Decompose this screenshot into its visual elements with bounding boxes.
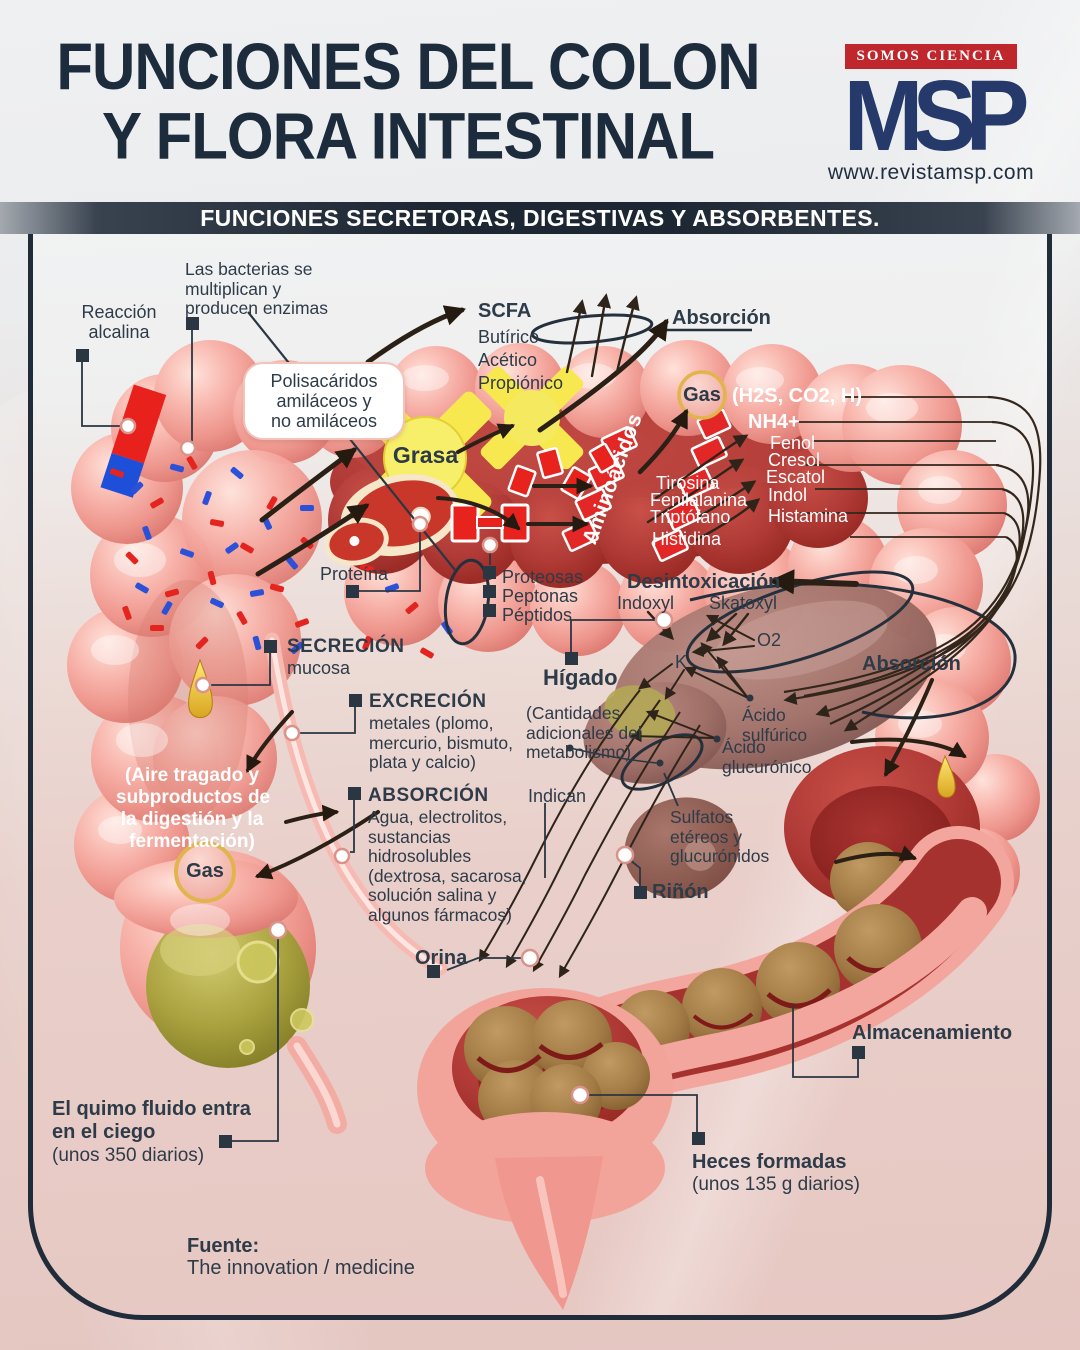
- label-rinon: Riñón: [652, 881, 709, 903]
- label-quimo-bold: El quimo fluido entra en el ciego: [52, 1098, 251, 1143]
- label-fuente-value: The innovation / medicine: [187, 1257, 415, 1279]
- label-heces-bold: Heces formadas: [692, 1151, 847, 1173]
- label-cantidades: (Cantidades adicionales del metabolismo): [526, 703, 642, 762]
- title-line1: FUNCIONES DEL COLON: [56, 29, 760, 104]
- label-secrecion-title: SECRECIÓN: [287, 636, 405, 657]
- label-proteosas: Proteosas: [502, 567, 584, 587]
- logo-wordmark: MSP: [843, 60, 1029, 172]
- bacteria-dashes: [109, 456, 453, 659]
- label-desintoxicacion: Desintoxicación: [627, 571, 781, 593]
- label-gas-top: Gas: [683, 384, 721, 406]
- cecum: [114, 850, 347, 1134]
- label-indol: Indol: [768, 485, 808, 505]
- label-gas-left: Gas: [186, 860, 224, 882]
- label-grasa: Grasa: [392, 442, 459, 468]
- label-k: K: [675, 652, 688, 672]
- kidney: [624, 797, 740, 899]
- label-acido-sulfurico: Ácido sulfúrico: [742, 705, 808, 745]
- msp-logo: SOMOS CIENCIA MSP www.revistamsp.com: [812, 44, 1050, 185]
- label-acido-glucuronico: Ácido glucurónico: [722, 737, 812, 777]
- label-o2: O2: [757, 630, 782, 650]
- label-indoxyl: Indoxyl: [617, 593, 675, 613]
- label-cresol: Cresol: [768, 450, 821, 470]
- label-escatol: Escatol: [766, 467, 826, 487]
- urine-lines: [478, 689, 701, 979]
- label-scfa: SCFA: [478, 300, 532, 322]
- page-title: FUNCIONES DEL COLON Y FLORA INTESTINAL: [26, 32, 790, 171]
- label-bacterias: Las bacterias se multiplican y producen …: [185, 259, 328, 318]
- label-gas-formula: (H2S, CO2, H): [732, 385, 863, 407]
- fat-cross-icon: [358, 366, 584, 525]
- banner-text: FUNCIONES SECRETORAS, DIGESTIVAS Y ABSOR…: [200, 204, 880, 231]
- callout-squares: [76, 317, 865, 1148]
- label-proteina: Proteína: [320, 564, 389, 584]
- thin-arrows: [565, 293, 761, 743]
- label-indican: Indican: [528, 786, 587, 806]
- label-aire-tragado: (Aire tragado y subproductos de la diges…: [116, 765, 271, 852]
- label-excrecion-title: EXCRECIÓN: [369, 691, 487, 712]
- amino-acid-blocks: [561, 408, 732, 562]
- rectum: [417, 988, 673, 1310]
- gallbladder: [604, 685, 676, 739]
- label-excrecion-lines: metales (plomo, mercurio, bismuto, plata…: [369, 713, 513, 772]
- label-skatoxyl: Skatoxyl: [709, 593, 778, 613]
- label-absorcion-right: Absorción: [862, 653, 961, 675]
- label-secrecion-sub: mucosa: [287, 658, 351, 678]
- label-absorcion-mid-title: ABSORCIÓN: [368, 785, 489, 806]
- label-fuente: Fuente:: [187, 1235, 260, 1257]
- label-almacenamiento: Almacenamiento: [852, 1022, 1013, 1044]
- label-quimo-sub: (unos 350 diarios): [52, 1145, 205, 1166]
- label-orina: Orina: [415, 947, 468, 969]
- logo-badge: SOMOS CIENCIA: [844, 44, 1018, 69]
- label-absorcion-mid-lines: Agua, electrolitos, sustancias hidrosolu…: [368, 807, 527, 925]
- flow-arrows: [246, 305, 967, 880]
- label-peptonas: Peptonas: [502, 586, 579, 606]
- callout-dots: [119, 417, 754, 1105]
- label-nh4: NH4+: [748, 411, 800, 433]
- label-higado: Hígado: [543, 665, 618, 690]
- label-fenilalanina: Fenilalanina: [650, 490, 748, 510]
- logo-url: www.revistamsp.com: [827, 161, 1035, 184]
- label-absorcion-top: Absorción: [672, 307, 771, 329]
- label-peptidos: Péptidos: [502, 605, 573, 625]
- protein-steak-icon: [324, 473, 460, 566]
- label-scfa-items: Butírico Acético Propiónico: [478, 327, 564, 393]
- label-sulfatos: Sulfatos etéreos y glucurónidos: [670, 807, 770, 866]
- label-triptofano: Triptófano: [650, 507, 731, 527]
- callout-lines: [81, 311, 859, 1142]
- label-polisacaridos: Polisacáridos amiláceos y no amiláceos: [243, 362, 405, 440]
- gas-bubble-icon: [174, 370, 727, 903]
- label-tirosina: Tirosina: [656, 473, 720, 493]
- label-reaccion-alcalina: Reacción alcalina: [81, 302, 157, 342]
- label-histamina: Histamina: [768, 506, 849, 526]
- title-line2: Y FLORA INTESTINAL: [102, 99, 715, 173]
- label-histidina: Histidina: [652, 529, 722, 549]
- label-heces-sub: (unos 135 g diarios): [692, 1174, 860, 1195]
- section-banner: FUNCIONES SECRETORAS, DIGESTIVAS Y ABSOR…: [0, 202, 1080, 234]
- label-fenol: Fenol: [770, 433, 816, 453]
- derivative-lines: [783, 395, 1042, 732]
